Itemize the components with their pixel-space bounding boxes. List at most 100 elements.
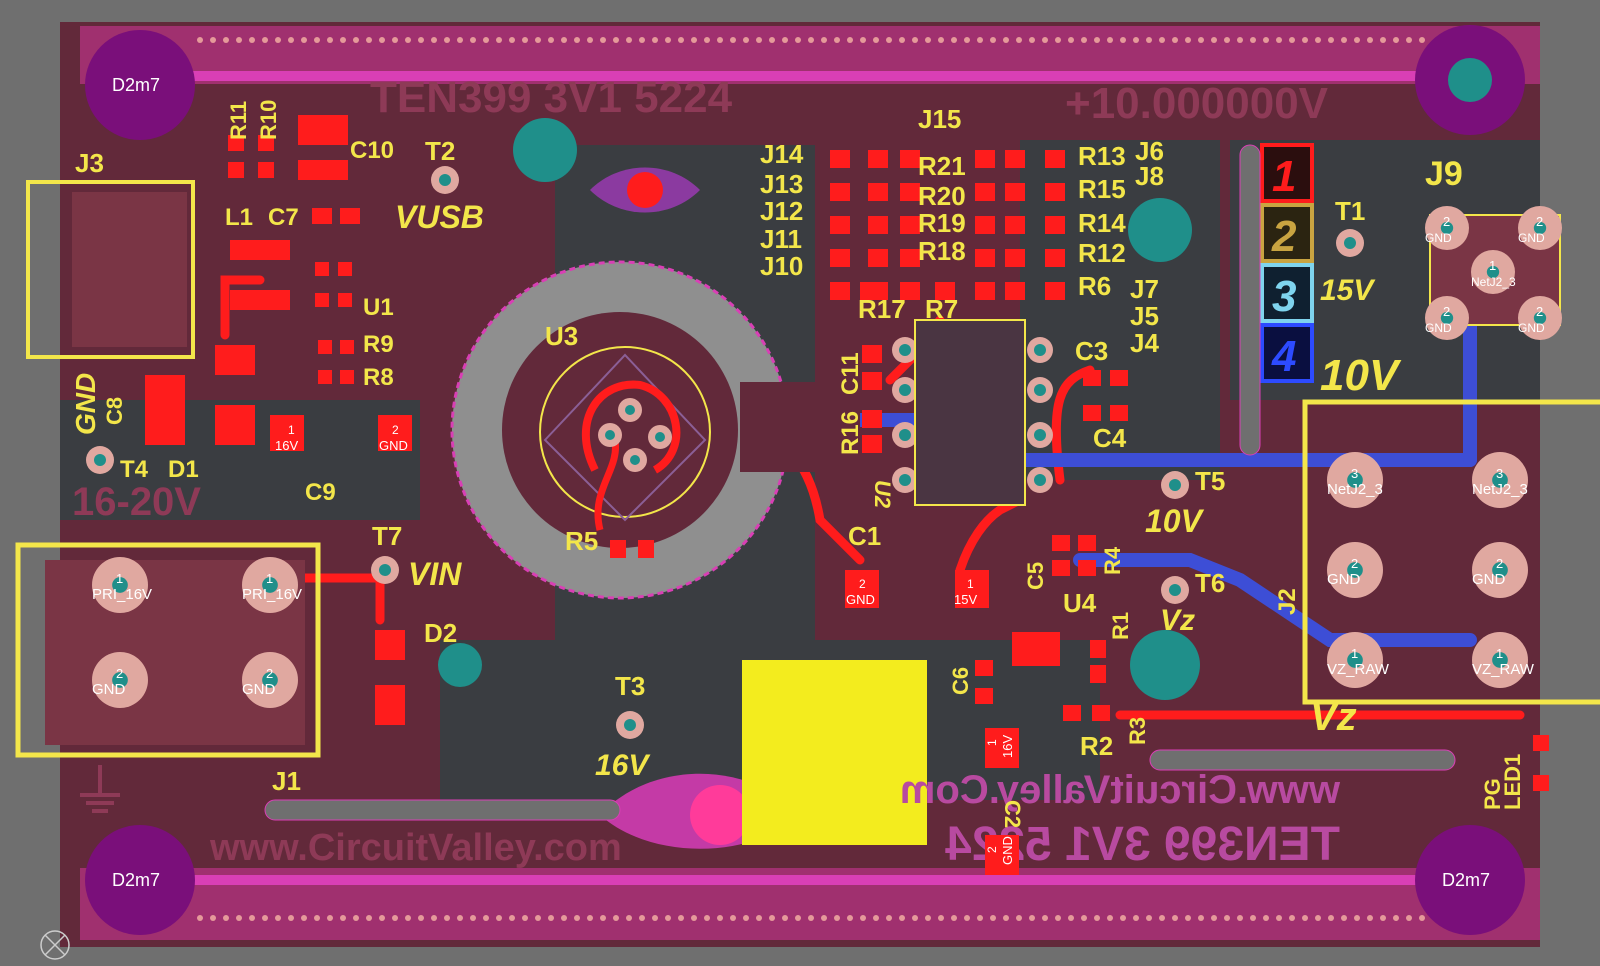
pad-number: 1 (1489, 258, 1496, 273)
designator-j11: J11 (760, 224, 802, 254)
smd-pad (378, 415, 412, 451)
via (1419, 37, 1425, 43)
designator-r13: R13 (1078, 141, 1126, 171)
smd-pad (1005, 183, 1025, 201)
via (574, 37, 580, 43)
smd-pad (862, 372, 882, 390)
layer-swatch-3[interactable] (1260, 263, 1314, 323)
designator-t5: T5 (1195, 466, 1225, 496)
smd-pad (900, 150, 920, 168)
designator-j5: J5 (1130, 301, 1159, 331)
via (210, 37, 216, 43)
via (223, 37, 229, 43)
smd-pad (868, 150, 888, 168)
smd-pad-number: 2 (859, 577, 866, 591)
via (1302, 915, 1308, 921)
ground-symbol (80, 765, 120, 813)
via (496, 37, 502, 43)
website-mirror: www.CircuitValley.Com (900, 768, 1341, 812)
via-large-2 (1128, 198, 1192, 262)
designator-j10: J10 (760, 251, 803, 281)
test-point-hole (1169, 584, 1181, 596)
smd-pad (375, 685, 405, 725)
via (1172, 915, 1178, 921)
via-large-4 (438, 643, 482, 687)
smd-pad (1090, 665, 1106, 683)
pad-net-label: GND (92, 681, 126, 698)
smd-pad (860, 282, 880, 300)
via (236, 37, 242, 43)
smd-pad (955, 570, 989, 608)
layer-swatch-2[interactable] (1260, 203, 1314, 263)
net-label-v16: 16V (595, 749, 651, 782)
designator-c6: C6 (948, 667, 973, 695)
smd-pad-net: 16V (1000, 735, 1015, 758)
th-pad-hole (1492, 472, 1508, 488)
via (301, 915, 307, 921)
th-pad-hole (112, 672, 128, 688)
designator-j3: J3 (75, 148, 104, 178)
designator-r8: R8 (363, 364, 394, 391)
via-large-1 (513, 118, 577, 182)
via (561, 37, 567, 43)
via (587, 915, 593, 921)
via (418, 37, 424, 43)
designator-j7: J7 (1130, 274, 1159, 304)
smd-pad (340, 370, 354, 384)
via (197, 915, 203, 921)
smd-pad (900, 216, 920, 234)
smd-pad (975, 688, 993, 704)
smd-pad (1005, 150, 1025, 168)
th-pad-hole (1533, 311, 1547, 325)
via (1315, 37, 1321, 43)
smd-pad (270, 415, 304, 451)
smd-pad (340, 340, 354, 354)
via (860, 915, 866, 921)
via (327, 37, 333, 43)
designator-c8: C8 (102, 397, 127, 425)
via (769, 915, 775, 921)
designator-r3: R3 (1125, 717, 1150, 745)
via (1198, 37, 1204, 43)
j1-outline (15, 542, 321, 758)
smd-pad (1045, 216, 1065, 234)
smd-pad (1045, 249, 1065, 267)
via (977, 37, 983, 43)
via (1029, 915, 1035, 921)
mount-hole (85, 825, 195, 935)
via (1315, 915, 1321, 921)
via (782, 37, 788, 43)
layer-swatch-4[interactable] (1260, 323, 1314, 383)
designator-l1: L1 (225, 204, 253, 231)
designator-j14: J14 (760, 139, 804, 169)
pad-number: 2 (266, 666, 273, 681)
test-point-hole (1169, 479, 1181, 491)
u3-pad-hole (605, 430, 615, 440)
via (613, 915, 619, 921)
smd-pad (862, 410, 882, 428)
layer-swatch-1[interactable] (1260, 143, 1314, 203)
via (704, 37, 710, 43)
via (1211, 915, 1217, 921)
designator-r6: R6 (1078, 271, 1111, 301)
via (1042, 915, 1048, 921)
th-pad-hole (1492, 652, 1508, 668)
via (1172, 37, 1178, 43)
smd-pad-number: 1 (985, 739, 999, 746)
via (821, 37, 827, 43)
smd-pad (1110, 405, 1128, 421)
designator-t2: T2 (425, 136, 455, 166)
designator-c11: C11 (837, 352, 864, 395)
via (665, 915, 671, 921)
via (275, 915, 281, 921)
via (379, 37, 385, 43)
via (964, 915, 970, 921)
via (392, 37, 398, 43)
th-pad-hole (1533, 221, 1547, 235)
designator-r4: R4 (1100, 546, 1125, 575)
via (691, 37, 697, 43)
designator-r14: R14 (1078, 208, 1126, 238)
